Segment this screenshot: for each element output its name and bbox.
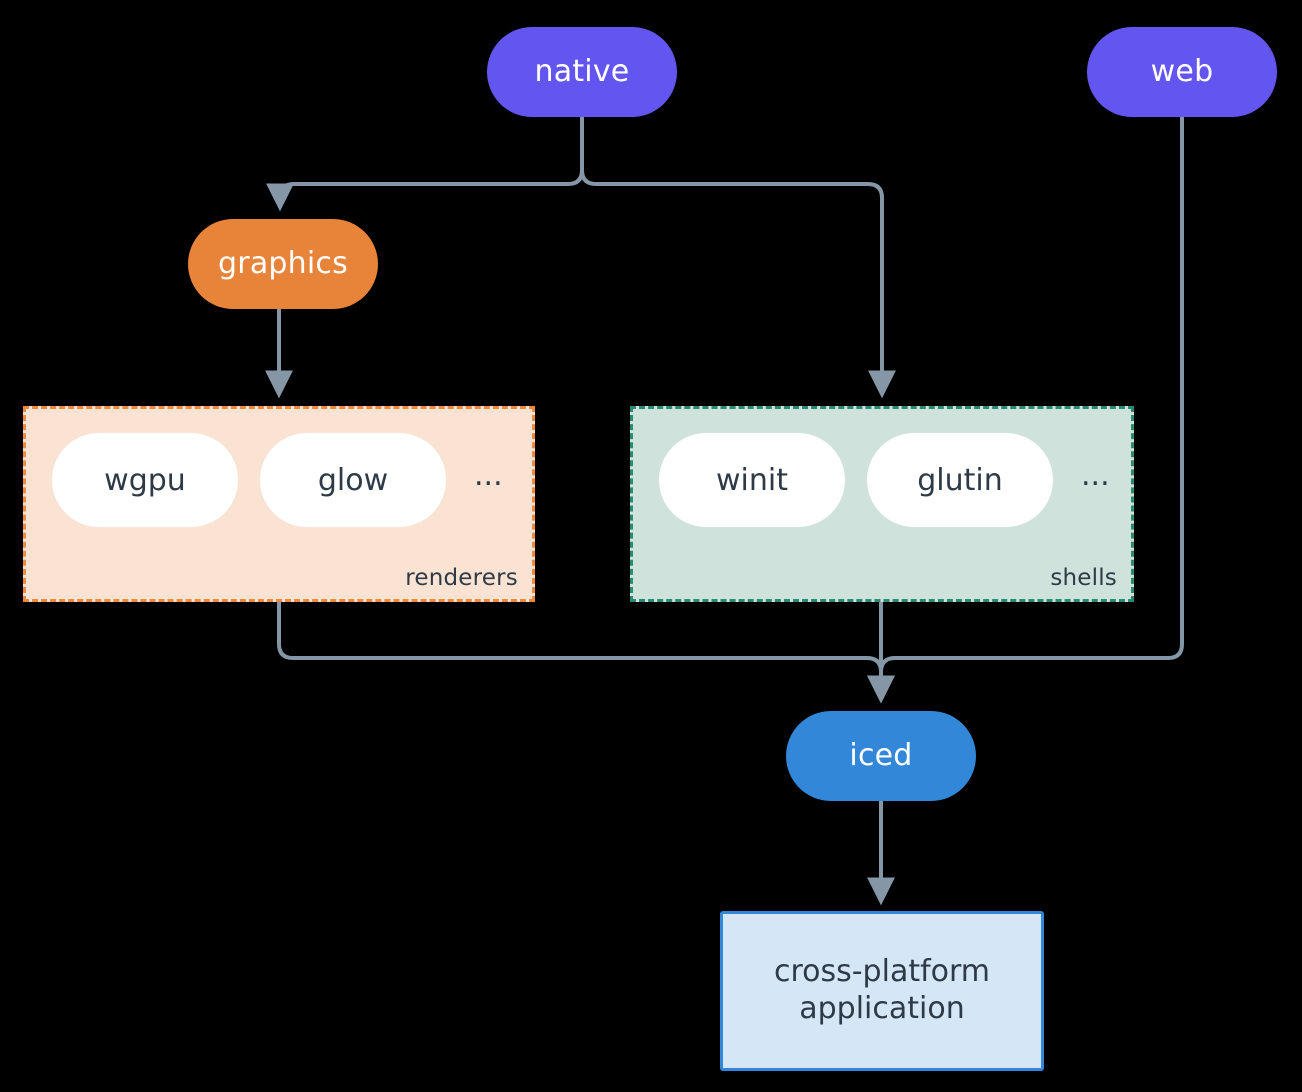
node-web[interactable]: web — [1087, 27, 1277, 117]
cluster-shells-label: shells — [1050, 565, 1117, 591]
node-native-label: native — [534, 53, 630, 89]
node-graphics[interactable]: graphics — [188, 219, 378, 309]
edge-native-to-shells — [580, 115, 896, 399]
edge-native-to-graphics — [266, 115, 584, 212]
shells-more-ellipsis: ... — [1081, 457, 1110, 493]
edge-renderers-to-iced — [277, 600, 895, 704]
node-glow-label: glow — [317, 462, 389, 498]
node-winit-label: winit — [716, 462, 788, 498]
node-glow[interactable]: glow — [260, 433, 446, 527]
node-glutin[interactable]: glutin — [867, 433, 1053, 527]
node-wgpu[interactable]: wgpu — [52, 433, 238, 527]
node-wgpu-label: wgpu — [104, 462, 186, 498]
node-iced[interactable]: iced — [786, 711, 976, 801]
node-iced-label: iced — [849, 737, 913, 773]
cluster-renderers-items: wgpu glow ... — [52, 433, 503, 527]
node-web-label: web — [1150, 53, 1214, 89]
cluster-renderers: wgpu glow ... renderers — [23, 406, 535, 602]
cluster-shells: winit glutin ... shells — [630, 406, 1134, 602]
node-application-line1: cross-platform — [773, 954, 991, 990]
node-cross-platform-application[interactable]: cross-platform application — [720, 911, 1044, 1071]
node-winit[interactable]: winit — [659, 433, 845, 527]
renderers-more-ellipsis: ... — [474, 457, 503, 493]
cluster-renderers-label: renderers — [405, 565, 518, 591]
node-glutin-label: glutin — [917, 462, 1003, 498]
node-native[interactable]: native — [487, 27, 677, 117]
cluster-shells-items: winit glutin ... — [659, 433, 1110, 527]
node-graphics-label: graphics — [218, 245, 348, 281]
node-application-line2: application — [799, 991, 965, 1026]
